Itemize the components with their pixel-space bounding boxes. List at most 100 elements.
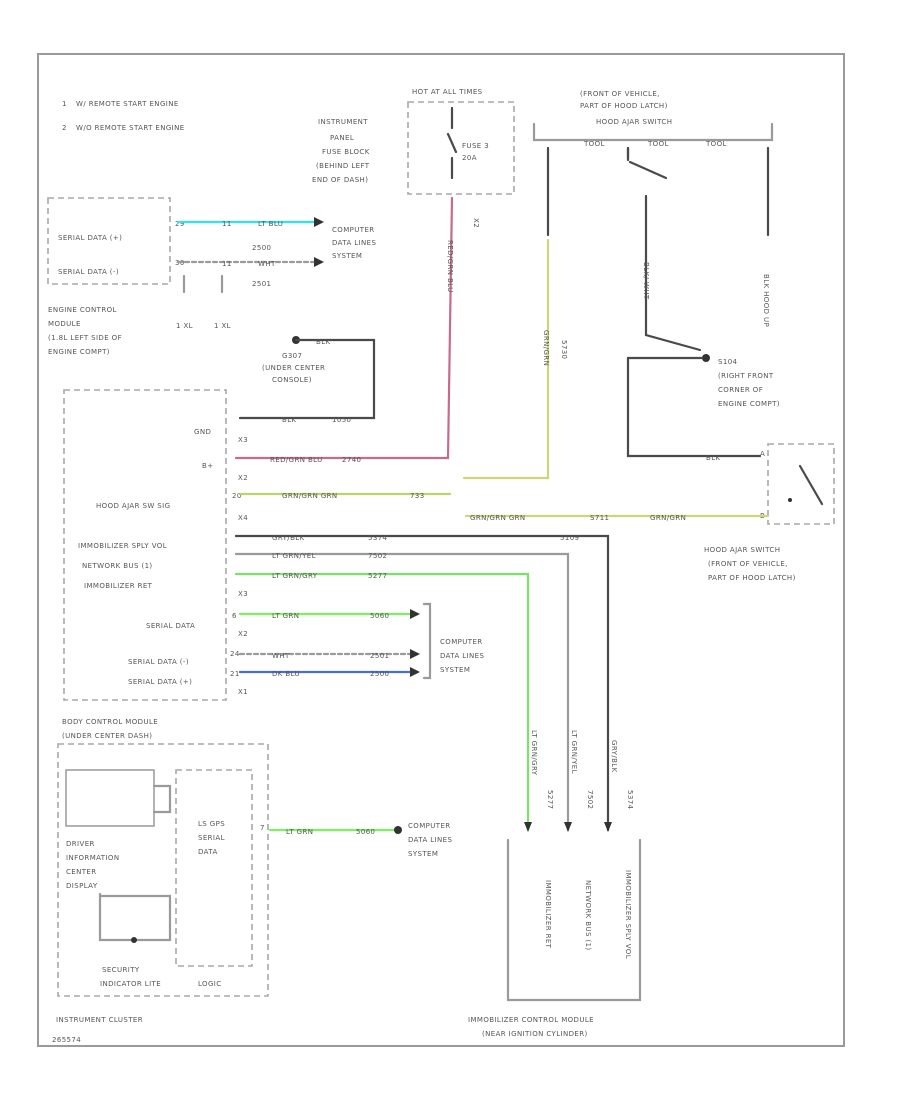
immo-wire-1: LT GRN/GRY: [530, 730, 538, 776]
hood-bottom-name-3: PART OF HOOD LATCH): [708, 574, 796, 582]
ecm-conn-1: 1 XL: [176, 322, 193, 330]
hood-ajar-switch-top: (FRONT OF VEHICLE, PART OF HOOD LATCH) H…: [532, 90, 774, 359]
fuse-hot-at: HOT AT ALL TIMES: [412, 88, 483, 96]
security-1: SECURITY: [102, 966, 140, 974]
s104-desc-3: ENGINE COMPT): [718, 400, 780, 408]
cluster-name: INSTRUMENT CLUSTER: [56, 1016, 143, 1024]
ecm-dest-2: DATA LINES: [332, 239, 376, 247]
g307-name: G307: [282, 352, 302, 360]
diagram-frame: [37, 53, 845, 1047]
immobilizer-control-module: LT GRN/GRY LT GRN/YEL GRY/BLK 5277 7502 …: [468, 730, 642, 1038]
hood-top-switch-name: HOOD AJAR SWITCH: [596, 118, 672, 126]
cluster-wire: LT GRN: [286, 828, 313, 836]
hood-bottom-name-2: (FRONT OF VEHICLE,: [708, 560, 788, 568]
footer-code: 265574: [52, 1036, 81, 1044]
ecm-dest-1: COMPUTER: [332, 226, 375, 234]
bcm-conn-x3-a: X3: [238, 436, 248, 444]
cluster-circuit: 5060: [356, 828, 375, 836]
hood-top-wire-mid: BLK/ WHT: [642, 262, 650, 300]
hood-top-p3: TOOL: [705, 140, 727, 148]
wire-hood-right-circuit: S711: [590, 514, 609, 522]
body-control-module: GND X3 BLK 1050 B+ RED/GRN BLU 2740 RED/…: [62, 196, 770, 832]
legend-mark-1: 1: [62, 100, 67, 108]
hood-bottom-name-1: HOOD AJAR SWITCH: [704, 546, 780, 554]
fuse-location-4: (BEHIND LEFT: [316, 162, 370, 170]
wire-serial-minus: WHT: [272, 652, 290, 660]
bcm-conn-x2: X2: [238, 474, 248, 482]
ecm-wire-1: LT BLU: [258, 220, 283, 228]
engine-control-module: SERIAL DATA (+) SERIAL DATA (-) 29 30 11…: [47, 197, 376, 356]
bcm-immo-supply: IMMOBILIZER SPLY VOL: [78, 542, 167, 550]
ecm-dest-3: SYSTEM: [332, 252, 362, 260]
immo-pin-2: NETWORK BUS (1): [584, 880, 592, 951]
s104-name: S104: [718, 358, 738, 366]
ecm-circuit-2: 2501: [252, 280, 271, 288]
hood-top-wire-right: BLK HOOD UP: [762, 274, 770, 327]
cluster-pin: 7: [260, 824, 265, 832]
wire-immo-supply: GRY/BLK: [272, 534, 305, 542]
cluster-dest-3: SYSTEM: [408, 850, 438, 858]
hood-ajar-switch-bottom: A B HOOD AJAR SWITCH (FRONT OF VEHICLE, …: [704, 443, 835, 582]
immo-name-2: (NEAR IGNITION CYLINDER): [482, 1030, 588, 1038]
cluster-serial-2: SERIAL: [198, 834, 225, 842]
bcm-immo-ret: IMMOBILIZER RET: [84, 582, 153, 590]
s104-desc-1: (RIGHT FRONT: [718, 372, 774, 380]
wire-network: LT GRN/YEL: [272, 552, 316, 560]
fuse-connector: X2: [472, 218, 480, 228]
fuse-location-5: END OF DASH): [312, 176, 368, 184]
dic-2: INFORMATION: [66, 854, 119, 862]
bcm-conn-x4: X4: [238, 514, 248, 522]
wire-gnd: BLK: [282, 416, 297, 424]
wire-hood: GRN/GRN GRN: [282, 492, 338, 500]
wire-hood-right-2: GRN/GRN: [650, 514, 686, 522]
cluster-dest-1: COMPUTER: [408, 822, 451, 830]
cluster-serial-1: LS GPS: [198, 820, 225, 828]
bcm-serial-minus: SERIAL DATA (-): [128, 658, 189, 666]
fuse-name: FUSE 3: [462, 142, 489, 150]
immo-wire-3: GRY/BLK: [610, 740, 618, 773]
bcm-name-1: BODY CONTROL MODULE: [62, 718, 158, 726]
immo-pin-1: IMMOBILIZER RET: [544, 880, 552, 949]
s104-wire: BLK: [706, 454, 721, 462]
ecm-mid-1: 11: [222, 220, 232, 228]
hood-top-circuit-left: 5730: [560, 340, 568, 359]
wire-gnd-circuit: 1050: [332, 416, 351, 424]
bcm-serial-plus: SERIAL DATA (+): [128, 678, 192, 686]
ecm-pin-29: 29: [175, 220, 185, 228]
cluster-serial-3: DATA: [198, 848, 218, 856]
cluster-dest-2: DATA LINES: [408, 836, 452, 844]
bcm-pin-20: 20: [232, 492, 242, 500]
g307-desc-2: CONSOLE): [272, 376, 312, 384]
ecm-name-1: ENGINE CONTROL: [48, 306, 117, 314]
ecm-name-3: (1.8L LEFT SIDE OF: [48, 334, 122, 342]
ground-g307: BLK G307 (UNDER CENTER CONSOLE): [238, 336, 376, 420]
bcm-pin-24: 24: [230, 650, 240, 658]
bcm-network-bus: NETWORK BUS (1): [82, 562, 153, 570]
legend-text-1: W/ REMOTE START ENGINE: [76, 100, 179, 108]
immo-circuit-2: 7502: [586, 790, 594, 809]
immo-wire-2: LT GRN/YEL: [570, 730, 578, 774]
wire-immo-supply-circuit: 5374: [368, 534, 388, 542]
wire-serial: LT GRN: [272, 612, 299, 620]
bcm-serial-data: SERIAL DATA: [146, 622, 195, 630]
wire-immo-ret-circuit: 5277: [368, 572, 387, 580]
immo-circuit-1: 5277: [546, 790, 554, 809]
bcm-dest-2: DATA LINES: [440, 652, 484, 660]
bcm-hood-sig: HOOD AJAR SW SIG: [96, 502, 170, 510]
cluster-logic: LOGIC: [198, 980, 222, 988]
g307-wire: BLK: [316, 338, 331, 346]
bcm-conn-x1: X1: [238, 688, 248, 696]
bcm-pin-21: 21: [230, 670, 240, 678]
fuse-block: HOT AT ALL TIMES INSTRUMENT PANEL FUSE B…: [312, 88, 515, 228]
immo-circuit-3: 5374: [626, 790, 634, 810]
ecm-conn-2: 1 XL: [214, 322, 231, 330]
dic-1: DRIVER: [66, 840, 95, 848]
fuse-wire: RED/GRN BLU: [446, 240, 454, 293]
hood-top-title-2: PART OF HOOD LATCH): [580, 102, 668, 110]
bcm-name-2: (UNDER CENTER DASH): [62, 732, 152, 740]
fuse-location-2: PANEL: [330, 134, 354, 142]
splice-s104: S104 (RIGHT FRONT CORNER OF ENGINE COMPT…: [626, 354, 780, 462]
wire-bplus-circuit: 2740: [342, 456, 361, 464]
g307-desc-1: (UNDER CENTER: [262, 364, 325, 372]
